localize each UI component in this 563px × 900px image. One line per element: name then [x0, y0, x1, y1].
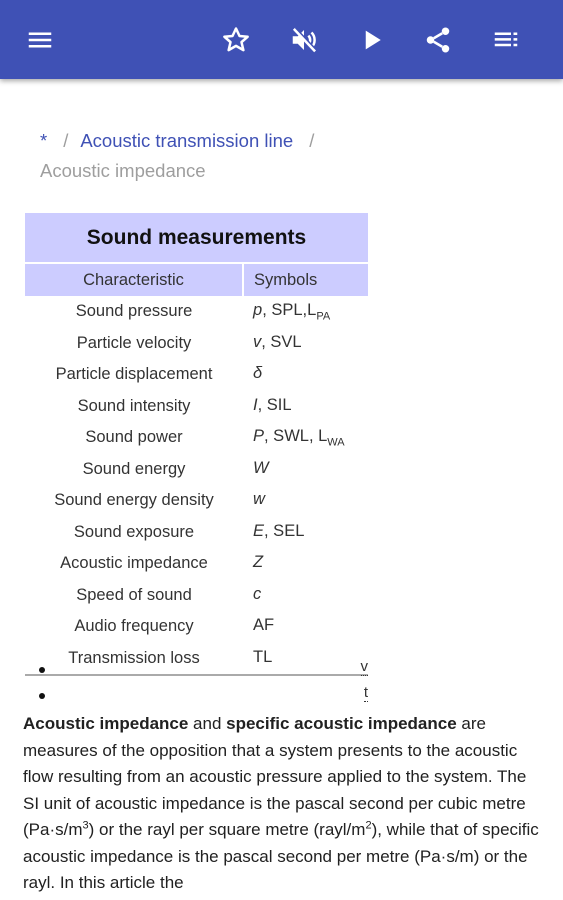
table-row: Transmission loss TL — [25, 642, 368, 676]
table-row: Audio frequency AF — [25, 611, 368, 643]
symbols-cell: E, SEL — [243, 517, 368, 549]
table-row: Sound pressure p, SPL,LPA — [25, 296, 368, 328]
term-specific-acoustic-impedance: specific acoustic impedance — [226, 714, 457, 733]
bullet — [39, 667, 45, 673]
infobox-title: Sound measurements — [25, 213, 368, 264]
view-template-link[interactable]: v — [360, 658, 368, 676]
symbol-text: AF — [253, 616, 275, 635]
symbol-italic: E — [253, 521, 265, 540]
play-button[interactable] — [352, 20, 392, 60]
characteristic-cell: Sound intensity — [77, 396, 191, 415]
symbols-cell: TL — [243, 642, 368, 676]
share-button[interactable] — [418, 20, 458, 60]
symbols-cell: v, SVL — [243, 328, 368, 360]
favorite-button[interactable] — [216, 20, 256, 60]
playlist-icon — [494, 32, 518, 47]
characteristic-cell: Transmission loss — [25, 642, 243, 676]
mute-button[interactable] — [284, 20, 324, 60]
symbol-italic: v — [253, 332, 262, 351]
table-row: Sound intensity I, SIL — [25, 391, 368, 423]
characteristic-cell: Speed of sound — [76, 585, 192, 604]
symbol-text: , SVL — [261, 332, 302, 351]
list-item: v — [25, 657, 368, 683]
breadcrumb: * / Acoustic transmission line / Acoustic i… — [40, 126, 520, 186]
symbol-italic: I — [253, 395, 258, 414]
symbols-cell: P, SWL, LWA — [243, 422, 368, 454]
infobox-header-row: Characteristic Symbols — [25, 263, 368, 296]
characteristic-cell: Acoustic impedance — [60, 554, 208, 573]
symbol-text: , SIL — [257, 395, 292, 414]
breadcrumb-root-link[interactable]: * — [40, 130, 48, 151]
volume-off-icon — [292, 27, 318, 53]
table-row: Speed of sound c — [25, 580, 368, 612]
menu-button[interactable] — [20, 20, 60, 60]
text-segment: are measures of the opposition that a sy… — [23, 714, 527, 839]
breadcrumb-parent-link[interactable]: Acoustic transmission line — [80, 130, 294, 151]
symbols-cell: AF — [243, 611, 368, 643]
table-row: Sound energy density w — [25, 485, 368, 517]
sound-measurements-infobox: Sound measurements Characteristic Symbol… — [25, 213, 368, 676]
breadcrumb-separator: / — [63, 130, 69, 151]
characteristic-cell: Audio frequency — [74, 617, 194, 636]
symbol-subscript: PA — [316, 310, 331, 323]
symbols-cell: w — [243, 485, 368, 517]
characteristic-cell: Sound energy density — [54, 491, 214, 510]
star-outline-icon — [223, 27, 249, 52]
share-icon — [426, 27, 450, 53]
characteristic-cell: Sound energy — [82, 459, 186, 478]
symbol-subscript: WA — [327, 436, 345, 449]
bullet — [39, 693, 45, 699]
text-segment: ), while that of specific acoustic imped… — [23, 820, 539, 892]
symbol-text: , SEL — [264, 521, 305, 540]
characteristic-cell: Particle velocity — [76, 333, 192, 352]
symbols-cell: I, SIL — [243, 391, 368, 423]
breadcrumb-current: Acoustic impedance — [40, 160, 206, 181]
symbol-text: TL — [253, 647, 273, 666]
playlist-button[interactable] — [486, 20, 526, 60]
symbol-italic: W — [253, 458, 269, 477]
table-row: Particle velocity v, SVL — [25, 328, 368, 360]
app-toolbar — [0, 0, 563, 79]
characteristic-cell: Particle displacement — [55, 365, 213, 384]
symbol-text: , SPL,L — [262, 301, 317, 320]
symbols-cell: p, SPL,LPA — [243, 296, 368, 328]
symbols-cell: Z — [243, 548, 368, 580]
superscript: 3 — [82, 819, 89, 832]
symbols-cell: W — [243, 454, 368, 486]
symbol-italic: c — [253, 584, 262, 603]
hamburger-menu-icon — [28, 32, 52, 48]
symbol-italic: p — [253, 301, 263, 320]
term-acoustic-impedance: Acoustic impedance — [23, 714, 189, 733]
text-segment: and — [188, 714, 227, 733]
list-item: t — [25, 683, 368, 709]
table-row: Sound energy W — [25, 454, 368, 486]
breadcrumb-separator: / — [309, 130, 315, 151]
table-row: Particle displacement δ — [25, 359, 368, 391]
article-body: Acoustic impedance and specific acoustic… — [23, 711, 543, 897]
superscript: 2 — [365, 819, 372, 832]
text-segment: ) or the rayl per square metre (rayl/m — [88, 820, 366, 839]
intro-paragraph: Acoustic impedance and specific acoustic… — [23, 711, 543, 897]
table-row: Sound exposure E, SEL — [25, 517, 368, 549]
symbol-italic: P — [253, 427, 265, 446]
symbol-italic: δ — [253, 364, 263, 383]
symbols-cell: c — [243, 580, 368, 612]
characteristic-cell: Sound power — [85, 428, 183, 447]
symbol-italic: Z — [253, 553, 264, 572]
play-icon — [365, 30, 381, 50]
navbox: v t — [25, 657, 368, 709]
table-row: Sound power P, SWL, LWA — [25, 422, 368, 454]
symbol-italic: w — [253, 490, 265, 509]
symbols-cell: δ — [243, 359, 368, 391]
talk-template-link[interactable]: t — [363, 684, 368, 702]
characteristic-cell: Sound exposure — [73, 522, 195, 541]
symbol-text: , SWL, L — [264, 427, 328, 446]
characteristic-cell: Sound pressure — [75, 302, 193, 321]
column-header-characteristic: Characteristic — [25, 263, 244, 296]
table-row: Acoustic impedance Z — [25, 548, 368, 580]
column-header-symbols: Symbols — [243, 263, 368, 296]
